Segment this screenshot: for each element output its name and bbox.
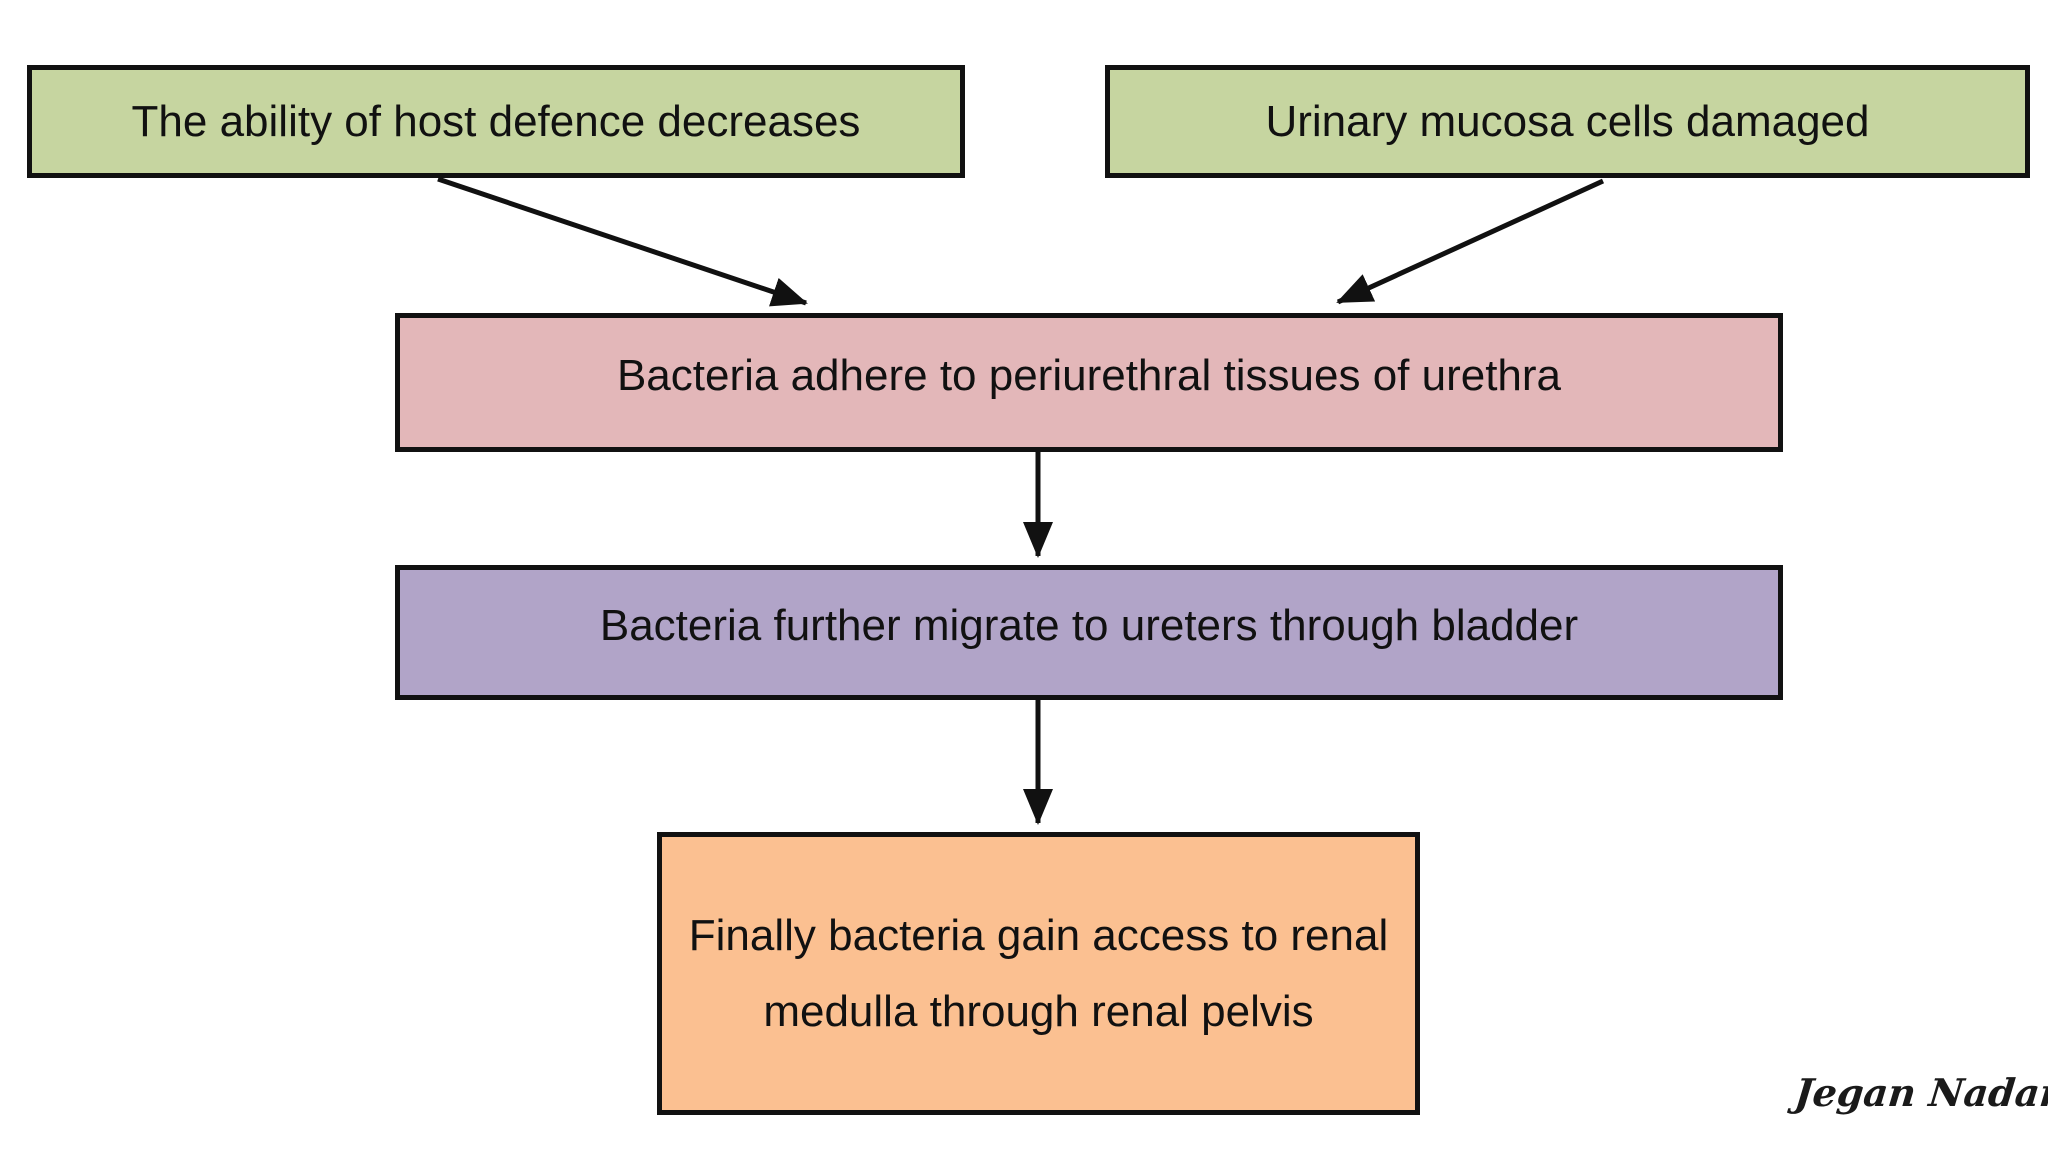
flow-box-host-defence-label: The ability of host defence decreases [131,97,861,146]
arrow-host-defence-to-adhere [437,176,808,307]
flow-box-bacteria-migrate: Bacteria further migrate to ureters thro… [395,565,1783,700]
author-signature: Jegan Nadar [1792,1070,2048,1115]
flow-box-host-defence: The ability of host defence decreases [27,65,965,178]
arrow-mucosa-to-adhere [1336,178,1605,305]
flow-box-renal-access: Finally bacteria gain access to renal me… [657,832,1420,1115]
flow-box-renal-access-label: Finally bacteria gain access to renal me… [688,910,1389,1036]
flow-box-mucosa-damaged: Urinary mucosa cells damaged [1105,65,2030,178]
flow-box-bacteria-adhere-label: Bacteria adhere to periurethral tissues … [616,351,1562,400]
flow-box-bacteria-adhere: Bacteria adhere to periurethral tissues … [395,313,1783,452]
flow-box-mucosa-damaged-label: Urinary mucosa cells damaged [1265,97,1870,146]
flow-box-bacteria-migrate-label: Bacteria further migrate to ureters thro… [599,601,1579,650]
